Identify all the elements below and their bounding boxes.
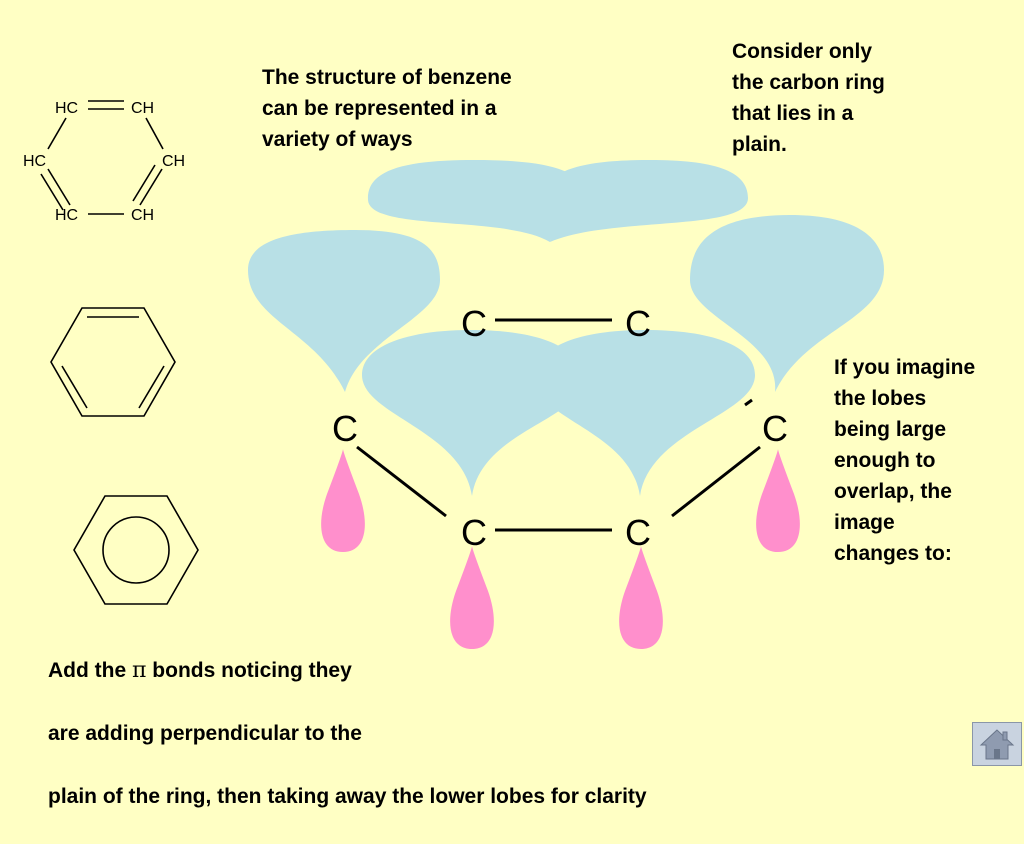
lower-lobes	[321, 449, 800, 649]
add-pi-line-1-suffix: bonds noticing they	[146, 659, 352, 682]
ring-atom-left: C	[332, 408, 358, 449]
kekule-hexagon	[50, 307, 176, 417]
upper-lobe-bottom-left	[362, 330, 582, 496]
upper-lobe-top-right	[545, 160, 748, 242]
add-pi-prefix: Add the	[48, 659, 132, 682]
kekule-atom-top-right: CH	[131, 100, 154, 117]
imagine-caption: If you imagine the lobes being large eno…	[834, 356, 976, 565]
lower-lobe-bottom-right	[619, 546, 663, 649]
upper-lobe-top-left	[367, 160, 585, 242]
ring-atom-bottom-right: C	[625, 512, 651, 553]
kekule-structure	[40, 100, 164, 215]
home-icon	[979, 729, 1015, 760]
kekule-atom-mid-left: HC	[23, 153, 46, 170]
lower-lobe-bottom-left	[450, 546, 494, 649]
kekule-atom-top-left: HC	[55, 100, 78, 117]
kekule-atom-bottom-left: HC	[55, 207, 78, 224]
home-button[interactable]	[972, 722, 1022, 766]
add-pi-line-1: Add the π bonds noticing they	[48, 655, 808, 687]
benzene-diagram: HC CH HC CH HC CH C C C	[23, 100, 884, 649]
upper-lobe-left	[248, 230, 440, 392]
lower-lobe-left	[321, 449, 365, 552]
ring-atom-right: C	[762, 408, 788, 449]
upper-lobe-right	[690, 215, 884, 392]
lower-lobe-right	[756, 449, 800, 552]
kekule-atom-bottom-right: CH	[131, 207, 154, 224]
carbon-ring-bonds	[356, 318, 761, 532]
kekule-atom-mid-right: CH	[162, 153, 185, 170]
upper-lobes	[248, 160, 884, 496]
add-pi-line-2: are adding perpendicular to the	[48, 722, 362, 745]
aromatic-hexagon	[73, 495, 199, 605]
ring-atom-bottom-left: C	[461, 512, 487, 553]
ring-atom-top-left: C	[461, 303, 487, 344]
upper-lobe-bottom-right	[535, 330, 755, 496]
pi-symbol: π	[132, 658, 147, 683]
add-pi-line-3: plain of the ring, then taking away the …	[48, 785, 647, 808]
benzene-caption: The structure of benzene can be represen…	[262, 66, 512, 151]
ring-atom-top-right: C	[625, 303, 651, 344]
add-pi-bonds-caption: Add the π bonds noticing they are adding…	[48, 624, 808, 844]
consider-caption: Consider only the carbon ring that lies …	[732, 40, 885, 156]
